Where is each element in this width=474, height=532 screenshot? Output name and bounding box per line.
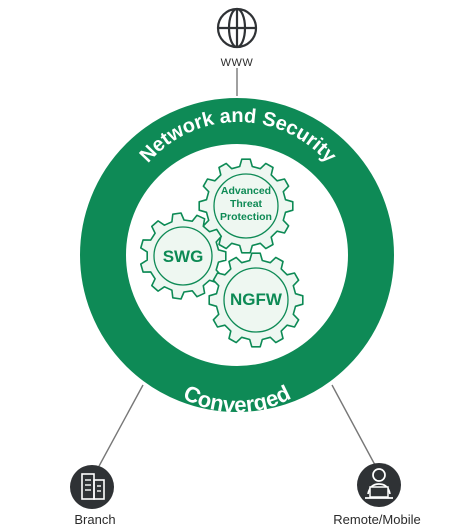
gear-atp-label-line2: Threat bbox=[230, 198, 263, 210]
gear-atp-label-line3: Protection bbox=[220, 211, 272, 223]
gear-swg-inner-ring bbox=[153, 226, 213, 286]
gear-ngfw-label: NGFW bbox=[230, 290, 283, 309]
gear-swg-label: SWG bbox=[163, 247, 204, 266]
remote-label: Remote/Mobile bbox=[333, 512, 421, 527]
gear-advanced-threat-protection bbox=[198, 158, 294, 254]
gear-ngfw bbox=[208, 252, 304, 348]
building-icon bbox=[70, 465, 114, 509]
gear-swg-outline bbox=[140, 212, 227, 300]
remote-user-icon bbox=[357, 463, 401, 507]
www-label: WWW bbox=[220, 57, 254, 69]
connector-branch bbox=[97, 384, 144, 469]
gear-ngfw-inner-ring bbox=[223, 267, 289, 333]
gear-swg bbox=[140, 212, 227, 300]
connector-remote bbox=[331, 384, 376, 466]
gear-atp-outline bbox=[198, 158, 294, 254]
gear-ngfw-outline bbox=[208, 252, 304, 348]
globe-icon bbox=[216, 7, 258, 49]
branch-label: Branch bbox=[74, 512, 116, 527]
gear-atp-label-line1: Advanced bbox=[221, 185, 271, 197]
convergence-ring bbox=[80, 98, 394, 412]
gear-atp-inner-ring bbox=[213, 173, 279, 239]
